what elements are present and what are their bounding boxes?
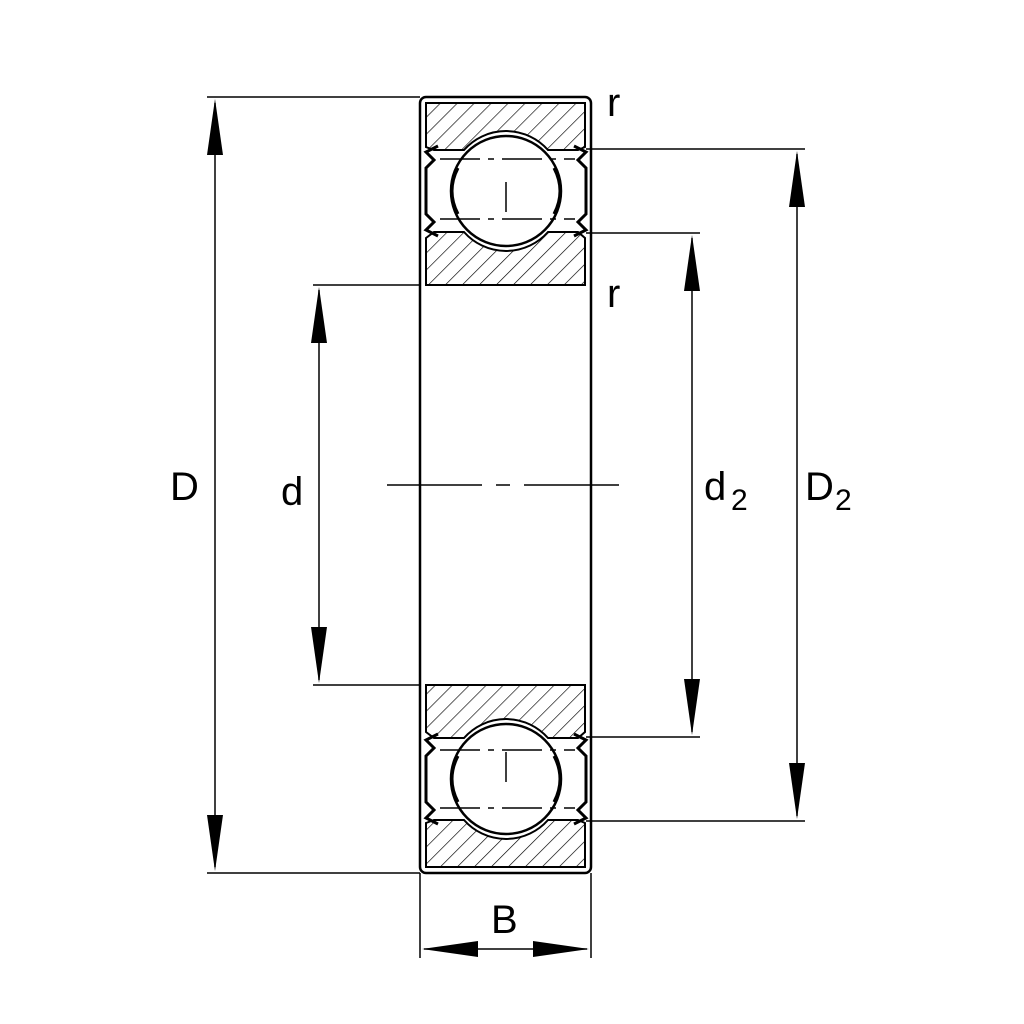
dimension-inner-shoulder: d 2: [586, 232, 748, 738]
lower-cage: [450, 755, 562, 803]
arrow-up-icon: [684, 235, 700, 291]
arrow-down-icon: [684, 679, 700, 735]
upper-right-seal: [573, 144, 589, 238]
label-D: D: [170, 465, 199, 509]
arrow-down-icon: [311, 627, 327, 683]
label-d2-subscript: 2: [731, 484, 748, 517]
dimension-outer-diameter: D: [170, 96, 420, 874]
dimension-width: B: [419, 873, 592, 958]
lower-left-seal: [423, 732, 439, 826]
upper-cage: [450, 167, 562, 215]
lower-outer-ring: [425, 819, 586, 868]
label-d: d: [281, 470, 303, 514]
label-B: B: [491, 898, 518, 942]
arrow-down-icon: [207, 815, 223, 871]
arrow-right-icon: [533, 941, 589, 957]
lower-inner-ring: [425, 684, 586, 739]
arrow-up-icon: [311, 287, 327, 343]
arrow-up-icon: [207, 99, 223, 155]
label-D2-subscript: 2: [835, 484, 852, 517]
arrow-up-icon: [789, 151, 805, 207]
lower-right-seal: [573, 732, 589, 826]
upper-inner-ring: [425, 231, 586, 286]
upper-outer-ring: [425, 102, 586, 151]
upper-left-seal: [423, 144, 439, 238]
label-r-bottom: r: [607, 272, 620, 316]
dimension-outer-shoulder: D 2: [586, 148, 852, 822]
bearing-cross-section: [387, 95, 628, 875]
label-D2: D: [805, 465, 834, 509]
dimension-bore-diameter: d: [281, 284, 420, 686]
label-r-top: r: [607, 81, 620, 125]
arrow-down-icon: [789, 763, 805, 819]
label-d2: d: [704, 465, 726, 509]
arrow-left-icon: [422, 941, 478, 957]
